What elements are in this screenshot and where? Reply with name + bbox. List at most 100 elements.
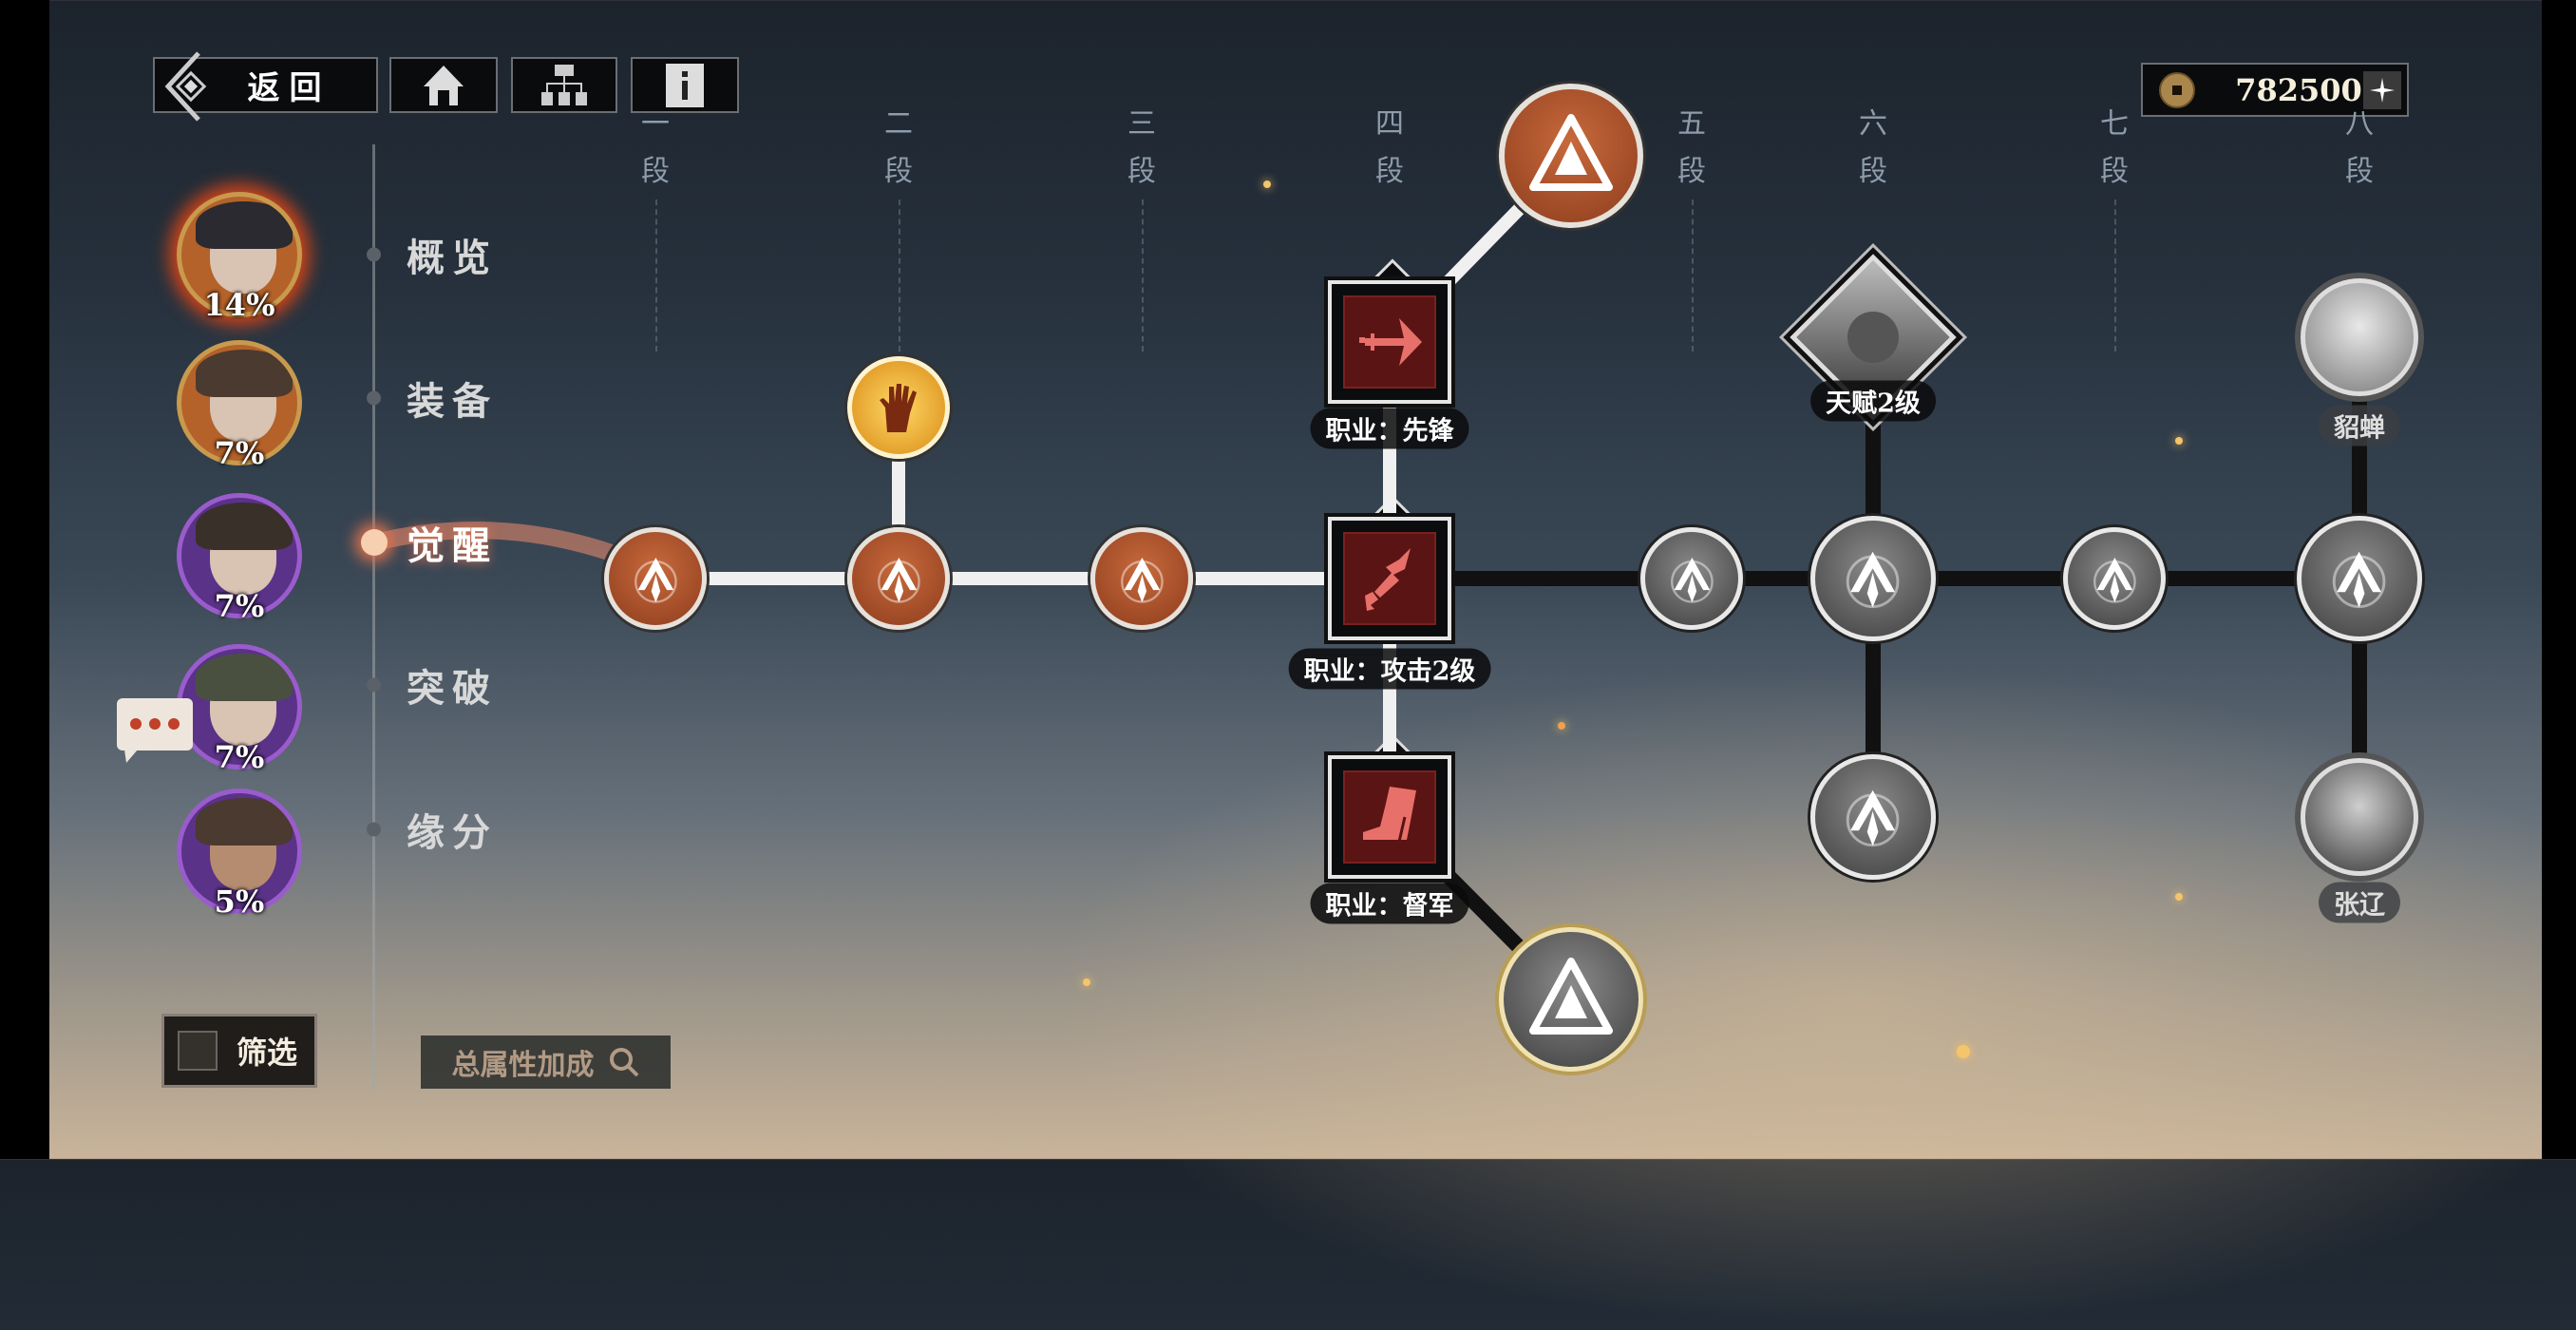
class-node-label: 职业：督军 bbox=[1310, 883, 1469, 924]
right-letterbox bbox=[2542, 0, 2576, 1159]
awaken-emblem-node-bottom[interactable] bbox=[1499, 927, 1643, 1072]
home-icon bbox=[424, 65, 464, 105]
currency-amount: 782500 bbox=[2235, 71, 2362, 108]
class-node-attack[interactable] bbox=[1328, 517, 1451, 640]
bond-node-label: 张辽 bbox=[2319, 882, 2400, 923]
stage-divider bbox=[899, 200, 900, 352]
awaken-node-stage6[interactable] bbox=[1810, 516, 1936, 641]
bond-node-diaochan[interactable] bbox=[2301, 278, 2418, 396]
sword-icon bbox=[1359, 318, 1422, 366]
awaken-node-stage2[interactable] bbox=[847, 527, 950, 630]
menu-track bbox=[372, 144, 375, 1090]
awaken-node-stage6-branch[interactable] bbox=[1810, 754, 1936, 880]
awaken-node-stage5[interactable] bbox=[1640, 527, 1743, 630]
awaken-node-stage1[interactable] bbox=[604, 527, 707, 630]
bond-node-label: 貂蝉 bbox=[2319, 405, 2400, 446]
spark bbox=[1957, 1045, 1970, 1058]
hero-avatar-1[interactable] bbox=[177, 192, 302, 317]
menu-dot bbox=[367, 677, 381, 693]
back-arrow-icon bbox=[164, 51, 207, 122]
upgrade-arrow-icon bbox=[1120, 556, 1164, 603]
upgrade-arrow-icon bbox=[2333, 550, 2386, 610]
class-node-supervisor[interactable] bbox=[1328, 755, 1451, 879]
add-currency-button[interactable] bbox=[2363, 70, 2401, 109]
stage-header-1: 一段 bbox=[636, 101, 674, 196]
stage-num: 七 bbox=[2100, 107, 2129, 141]
hero-avatar-4[interactable] bbox=[177, 644, 302, 770]
hierarchy-button[interactable] bbox=[511, 57, 617, 113]
filter-button[interactable]: 筛选 bbox=[161, 1014, 317, 1088]
stage-header-7: 七段 bbox=[2095, 101, 2133, 196]
skill-tree-connectors bbox=[372, 151, 2367, 1005]
spark bbox=[2175, 893, 2183, 901]
upgrade-arrow-icon bbox=[1847, 550, 1900, 610]
hero-percent: 7% bbox=[214, 739, 265, 775]
chat-bubble-button[interactable] bbox=[117, 698, 193, 763]
triangle-emblem-icon bbox=[1529, 958, 1613, 1035]
menu-item-awakening[interactable]: 觉醒 bbox=[407, 523, 498, 568]
menu-dot bbox=[367, 247, 381, 262]
hero-percent: 5% bbox=[214, 884, 265, 920]
filter-label: 筛选 bbox=[237, 1035, 298, 1071]
upgrade-arrow-icon bbox=[1670, 556, 1714, 603]
awaken-node-stage7[interactable] bbox=[2063, 527, 2166, 630]
filter-checkbox[interactable] bbox=[178, 1031, 218, 1071]
hand-icon bbox=[880, 384, 917, 432]
info-icon bbox=[666, 63, 704, 107]
talent-node-label: 天赋2级 bbox=[1810, 380, 1936, 422]
triangle-emblem-icon bbox=[1529, 114, 1613, 191]
stage-unit: 段 bbox=[884, 155, 913, 188]
stage-unit: 段 bbox=[1375, 155, 1404, 188]
spark bbox=[2175, 437, 2183, 445]
class-node-label: 职业：攻击2级 bbox=[1288, 648, 1491, 690]
stage-header-8: 八段 bbox=[2340, 101, 2378, 196]
hero-avatar-3[interactable] bbox=[177, 493, 302, 618]
stage-num: 五 bbox=[1677, 107, 1706, 141]
stage-divider bbox=[1692, 200, 1694, 352]
hero-percent: 7% bbox=[214, 588, 265, 624]
awaken-node-stage8[interactable] bbox=[2297, 516, 2422, 641]
total-bonus-button[interactable]: 总属性加成 bbox=[421, 1036, 671, 1089]
stage-header-2: 二段 bbox=[880, 101, 918, 196]
class-node-vanguard[interactable] bbox=[1328, 280, 1451, 404]
menu-item-equipment[interactable]: 装备 bbox=[407, 379, 498, 424]
search-icon bbox=[609, 1048, 638, 1077]
stage-unit: 段 bbox=[641, 155, 670, 188]
skill-node-hand[interactable] bbox=[847, 356, 950, 459]
stage-unit: 段 bbox=[1859, 155, 1887, 188]
upgrade-arrow-icon bbox=[1847, 788, 1900, 848]
bond-node-zhangliao[interactable] bbox=[2301, 758, 2418, 876]
stage-num: 三 bbox=[1127, 107, 1156, 141]
menu-dot bbox=[367, 390, 381, 406]
awaken-emblem-node-top[interactable] bbox=[1499, 84, 1643, 228]
stage-unit: 段 bbox=[1677, 155, 1706, 188]
menu-item-overview[interactable]: 概览 bbox=[407, 236, 498, 280]
stage-divider bbox=[655, 200, 657, 352]
hierarchy-icon bbox=[541, 64, 587, 105]
chat-dots-icon bbox=[124, 718, 180, 763]
menu-item-breakthrough[interactable]: 突破 bbox=[407, 666, 498, 711]
menu-item-bond[interactable]: 缘分 bbox=[407, 810, 498, 855]
stage-header-5: 五段 bbox=[1673, 101, 1711, 196]
stage-header-4: 四段 bbox=[1371, 101, 1409, 196]
hero-avatar-2[interactable] bbox=[177, 340, 302, 466]
stage-divider bbox=[2114, 200, 2116, 352]
stage-unit: 段 bbox=[1127, 155, 1156, 188]
boot-icon bbox=[1363, 787, 1416, 846]
hero-percent: 14% bbox=[203, 287, 275, 323]
class-node-label: 职业：先锋 bbox=[1310, 408, 1469, 449]
hero-avatar-5[interactable] bbox=[177, 788, 302, 914]
coin-icon bbox=[2159, 71, 2195, 108]
home-button[interactable] bbox=[389, 57, 498, 113]
menu-dot bbox=[367, 822, 381, 837]
upgrade-arrow-icon bbox=[2093, 556, 2136, 603]
spark bbox=[1263, 180, 1271, 188]
plus-icon bbox=[2370, 77, 2395, 103]
stage-header-6: 六段 bbox=[1854, 101, 1892, 196]
back-button[interactable]: 返回 bbox=[153, 51, 378, 122]
info-button[interactable] bbox=[631, 57, 739, 113]
stage-num: 二 bbox=[884, 107, 913, 141]
awaken-node-stage3[interactable] bbox=[1090, 527, 1193, 630]
stage-divider bbox=[1142, 200, 1144, 352]
back-label: 返回 bbox=[247, 69, 331, 107]
